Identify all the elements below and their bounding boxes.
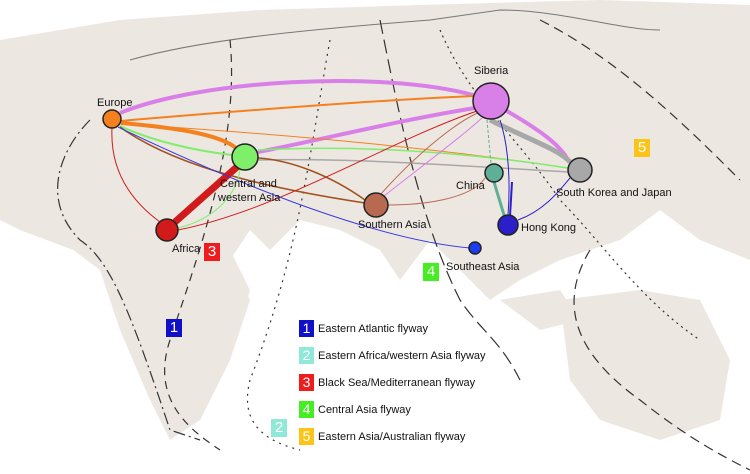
node-siberia[interactable] [472,82,510,120]
legend-item: 2 Eastern Africa/western Asia flyway [299,342,486,369]
landmass [0,0,750,440]
legend-swatch: 5 [299,428,314,445]
label-europe: Europe [97,97,133,109]
flyway-badge-3: 3 [204,243,220,261]
label-south-korea-japan: South Korea and Japan [556,187,672,199]
label-central-western-asia-2: western Asia [218,192,281,204]
label-hong-kong: Hong Kong [521,222,577,234]
label-africa: Africa [172,243,201,255]
flyway-badge-5: 5 [634,139,650,157]
node-central-western-asia[interactable] [231,143,259,171]
legend-item: 4 Central Asia flyway [299,396,486,423]
region-nodes [102,82,593,255]
flyway-boundaries [57,9,750,471]
flyway-badge-2: 2 [271,419,287,437]
label-siberia: Siberia [474,65,509,77]
legend-swatch: 2 [299,347,314,364]
flyway-badge-4: 4 [423,263,439,281]
legend-item: 3 Black Sea/Mediterranean flyway [299,369,486,396]
legend-label: Eastern Asia/Australian flyway [318,430,466,443]
flyway-badge-1: 1 [166,319,182,337]
legend-item: 5 Eastern Asia/Australian flyway [299,423,486,450]
node-hong-kong[interactable] [497,214,519,236]
legend-item: 1 Eastern Atlantic flyway [299,315,486,342]
node-southeast-asia[interactable] [468,241,482,255]
node-china[interactable] [484,163,504,183]
label-southeast-asia: Southeast Asia [446,261,520,273]
legend-label: Central Asia flyway [318,403,411,416]
legend-swatch: 3 [299,374,314,391]
legend-label: Eastern Atlantic flyway [318,322,429,335]
label-southern-asia: Southern Asia [358,219,427,231]
node-south-korea-japan[interactable] [567,157,593,183]
label-china: China [456,180,485,192]
node-europe[interactable] [102,109,122,129]
node-africa[interactable] [155,218,179,242]
legend-label: Eastern Africa/western Asia flyway [318,349,486,362]
legend-swatch: 4 [299,401,314,418]
flyway-legend: 1 Eastern Atlantic flyway 2 Eastern Africa… [299,315,486,450]
node-southern-asia[interactable] [363,192,389,218]
migration-routes [111,79,572,249]
label-central-western-asia-1: Central and [220,178,277,190]
legend-label: Black Sea/Mediterranean flyway [318,376,476,389]
legend-swatch: 1 [299,320,314,337]
